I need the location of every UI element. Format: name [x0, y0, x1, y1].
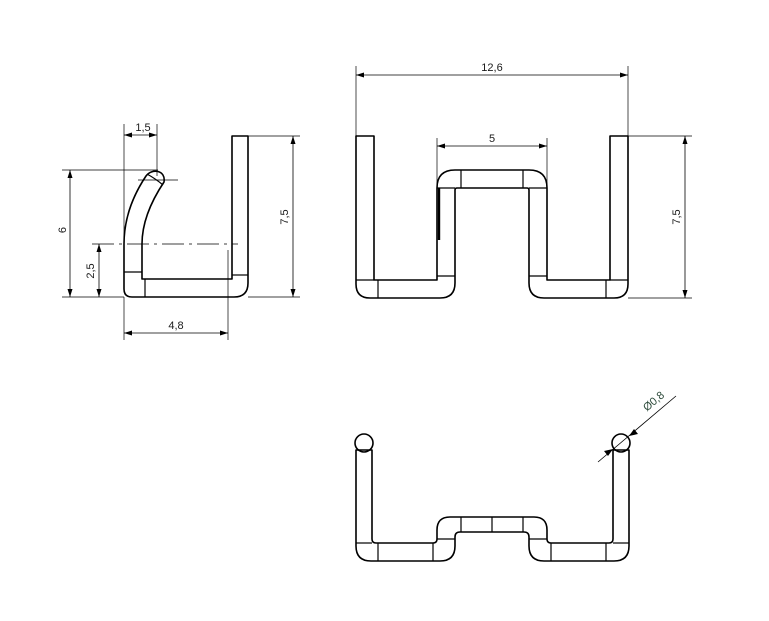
dim-side-25-label-text: 2,5 [85, 263, 97, 278]
dim-side-75-label: 7,5 [279, 209, 291, 224]
top-view-end-right [611, 433, 631, 453]
dim-front-5-arrow-right [539, 143, 547, 149]
dim-side-6-arrow-bottom [67, 289, 73, 297]
dim-side-75-arrow-top [290, 136, 296, 144]
dim-front-5-arrow-left [437, 143, 445, 149]
dim-side-48-label: 4,8 [168, 320, 183, 332]
dim-top-dia-label: Ø0,8 [641, 389, 667, 414]
dim-top-dia-arrow-inner [629, 429, 638, 436]
dim-side-25-arrow-bottom [96, 289, 102, 297]
top-view-outline [355, 449, 630, 562]
dim-side-6-label: 6 [57, 227, 69, 233]
dim-side-75-arrow-bottom [290, 289, 296, 297]
dim-front-126-label: 12,6 [481, 62, 502, 74]
side-view-tip-cap [146, 173, 164, 186]
dim-side-48-arrow-left [124, 330, 132, 336]
top-view: Ø0,8 [354, 389, 677, 562]
dim-front-75-arrow-bottom [682, 290, 688, 298]
dim-front-126-arrow-left [356, 72, 364, 78]
side-view: 1,5 6 2,5 7,5 4,8 [57, 122, 300, 340]
dim-side-top-arrow-left [124, 132, 132, 138]
dim-front-126-arrow-right [620, 72, 628, 78]
side-view-outline [123, 135, 249, 298]
dim-front-75-label: 7,5 [671, 209, 683, 224]
top-view-end-left [354, 433, 374, 453]
front-view-outline [355, 135, 629, 299]
front-view: 12,6 5 7,5 [355, 62, 692, 299]
dim-side-25-arrow-top [96, 244, 102, 252]
dim-front-75-arrow-top [682, 136, 688, 144]
dim-side-48-arrow-right [220, 330, 228, 336]
dim-front-5-label: 5 [489, 133, 495, 145]
dim-side-top-arrow-right [149, 132, 157, 138]
dim-side-6-arrow-top [67, 170, 73, 178]
dim-side-top-label: 1,5 [135, 122, 150, 134]
dim-top-dia-arrow-outer [604, 449, 613, 456]
